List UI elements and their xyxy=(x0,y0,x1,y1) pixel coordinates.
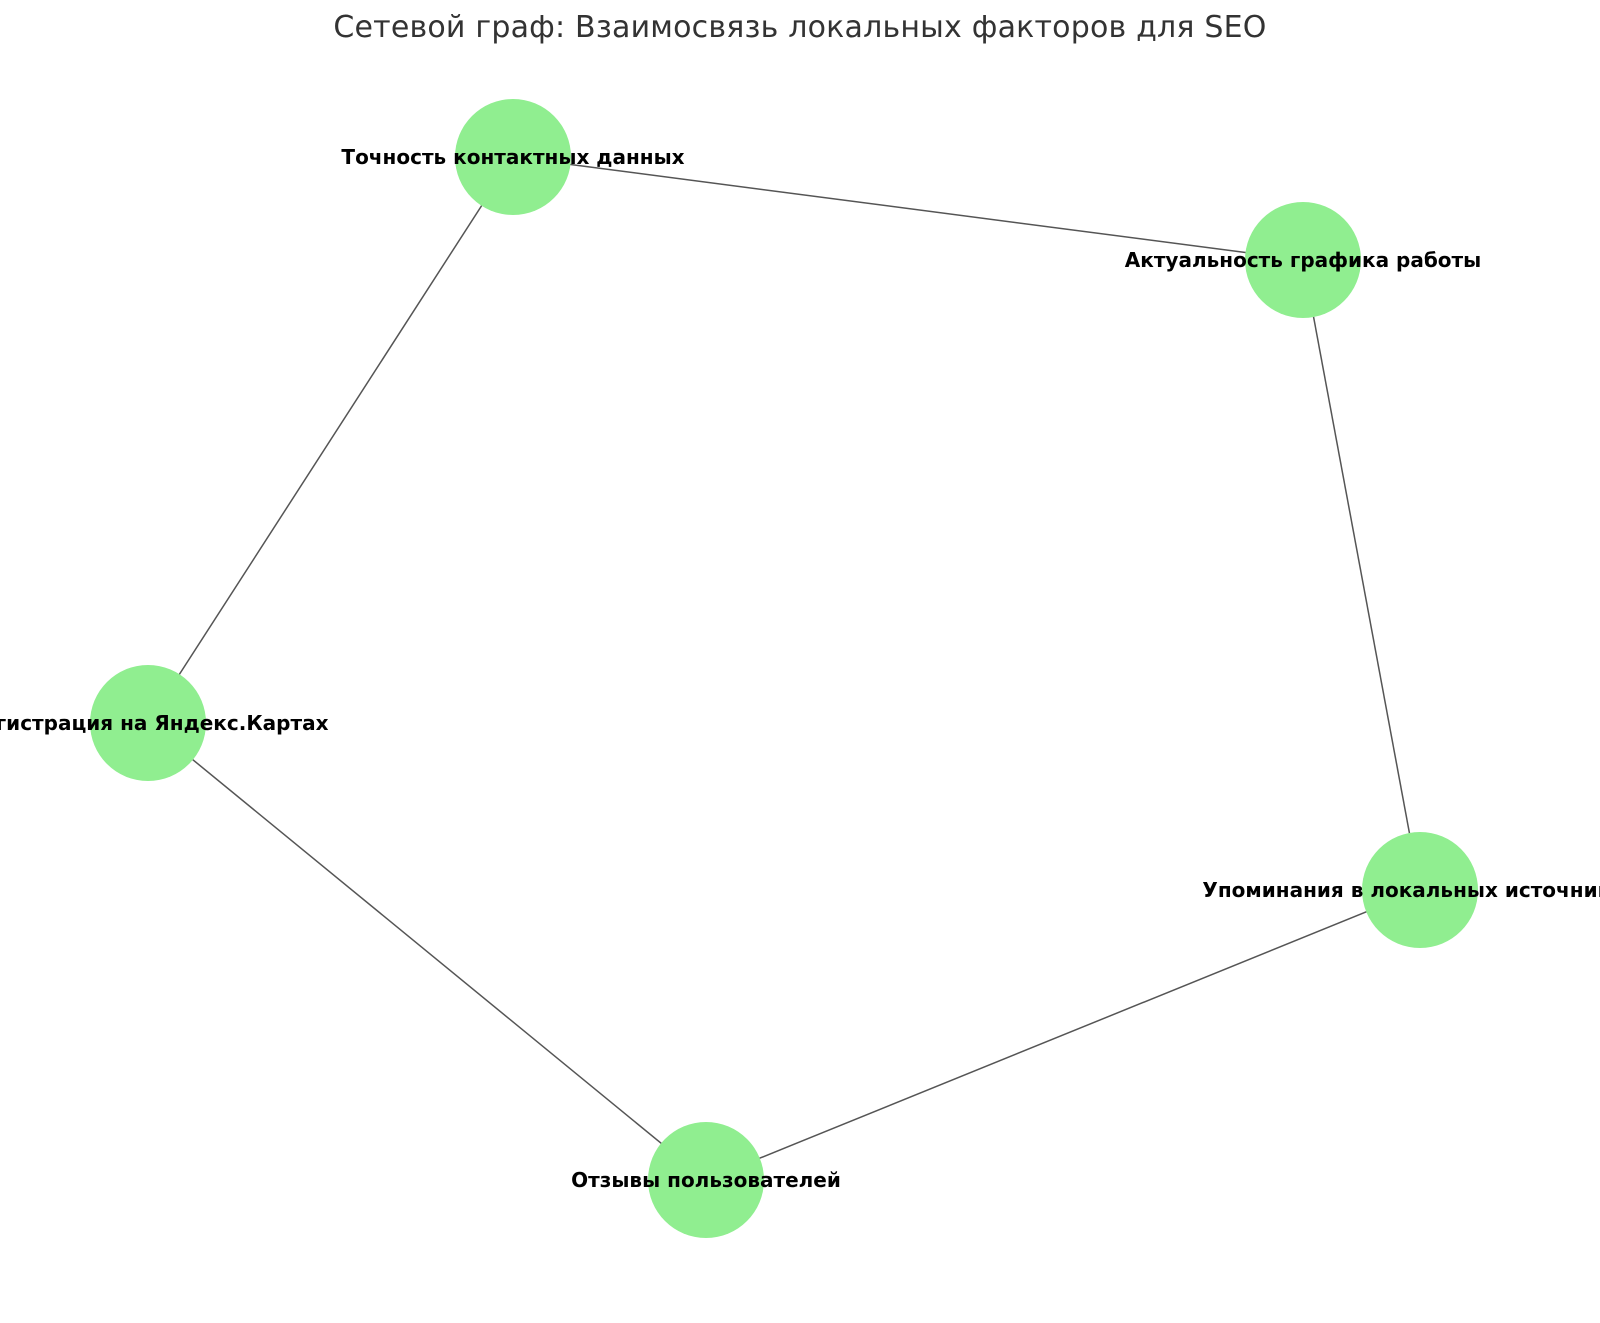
graph-node[interactable] xyxy=(455,99,571,215)
graph-node[interactable] xyxy=(1245,202,1361,318)
graph-edge xyxy=(512,156,1304,261)
graph-edge xyxy=(705,889,1421,1181)
graph-edge xyxy=(147,722,707,1181)
graph-node[interactable] xyxy=(90,665,206,781)
edges-layer xyxy=(147,156,1421,1181)
graph-node[interactable] xyxy=(648,1122,764,1238)
nodes-layer xyxy=(90,99,1478,1238)
graph-edge xyxy=(147,156,514,724)
graph-edge xyxy=(1302,259,1421,891)
page-title: Сетевой граф: Взаимосвязь локальных факт… xyxy=(333,10,1267,45)
graph-node[interactable] xyxy=(1362,832,1478,948)
